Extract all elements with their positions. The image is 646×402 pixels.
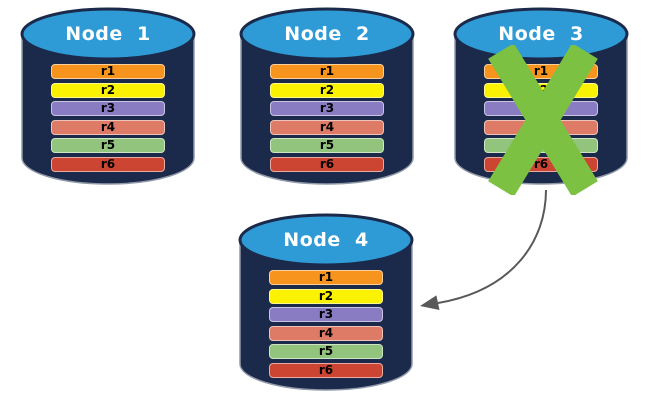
- node-4: Node 4 r1 r2 r3 r4 r5 r6: [238, 206, 414, 392]
- node-title: Node 3: [498, 23, 584, 45]
- replica-bar-r5: r5: [270, 138, 384, 153]
- replica-bar-r5: r5: [269, 344, 383, 359]
- failover-arrow: [420, 189, 547, 310]
- node-title: Node 2: [284, 23, 370, 45]
- replica-bar-r3: r3: [270, 101, 384, 116]
- node-3: Node 3 r1 r2 r3 r4 r5 r6: [453, 0, 629, 195]
- replica-bar-r3: r3: [51, 101, 165, 116]
- replica-bar-r6: r6: [269, 363, 383, 378]
- node-title: Node 1: [65, 23, 151, 45]
- failure-x-icon: [488, 45, 598, 195]
- replica-bar-r4: r4: [270, 120, 384, 135]
- replica-bar-r6: r6: [51, 157, 165, 172]
- replica-bar-r2: r2: [270, 83, 384, 98]
- replica-bar-r1: r1: [51, 64, 165, 79]
- replica-bar-r1: r1: [269, 270, 383, 285]
- replica-bar-r5: r5: [51, 138, 165, 153]
- replica-bar-r6: r6: [270, 157, 384, 172]
- replica-bar-r2: r2: [51, 83, 165, 98]
- node-2: Node 2 r1 r2 r3 r4 r5 r6: [239, 0, 415, 186]
- replica-bar-r4: r4: [269, 326, 383, 341]
- replica-bar-r4: r4: [51, 120, 165, 135]
- node-title: Node 4: [283, 229, 369, 251]
- replica-bar-r2: r2: [269, 289, 383, 304]
- replica-bar-r1: r1: [270, 64, 384, 79]
- node-1: Node 1 r1 r2 r3 r4 r5 r6: [20, 0, 196, 186]
- replica-bar-r3: r3: [269, 307, 383, 322]
